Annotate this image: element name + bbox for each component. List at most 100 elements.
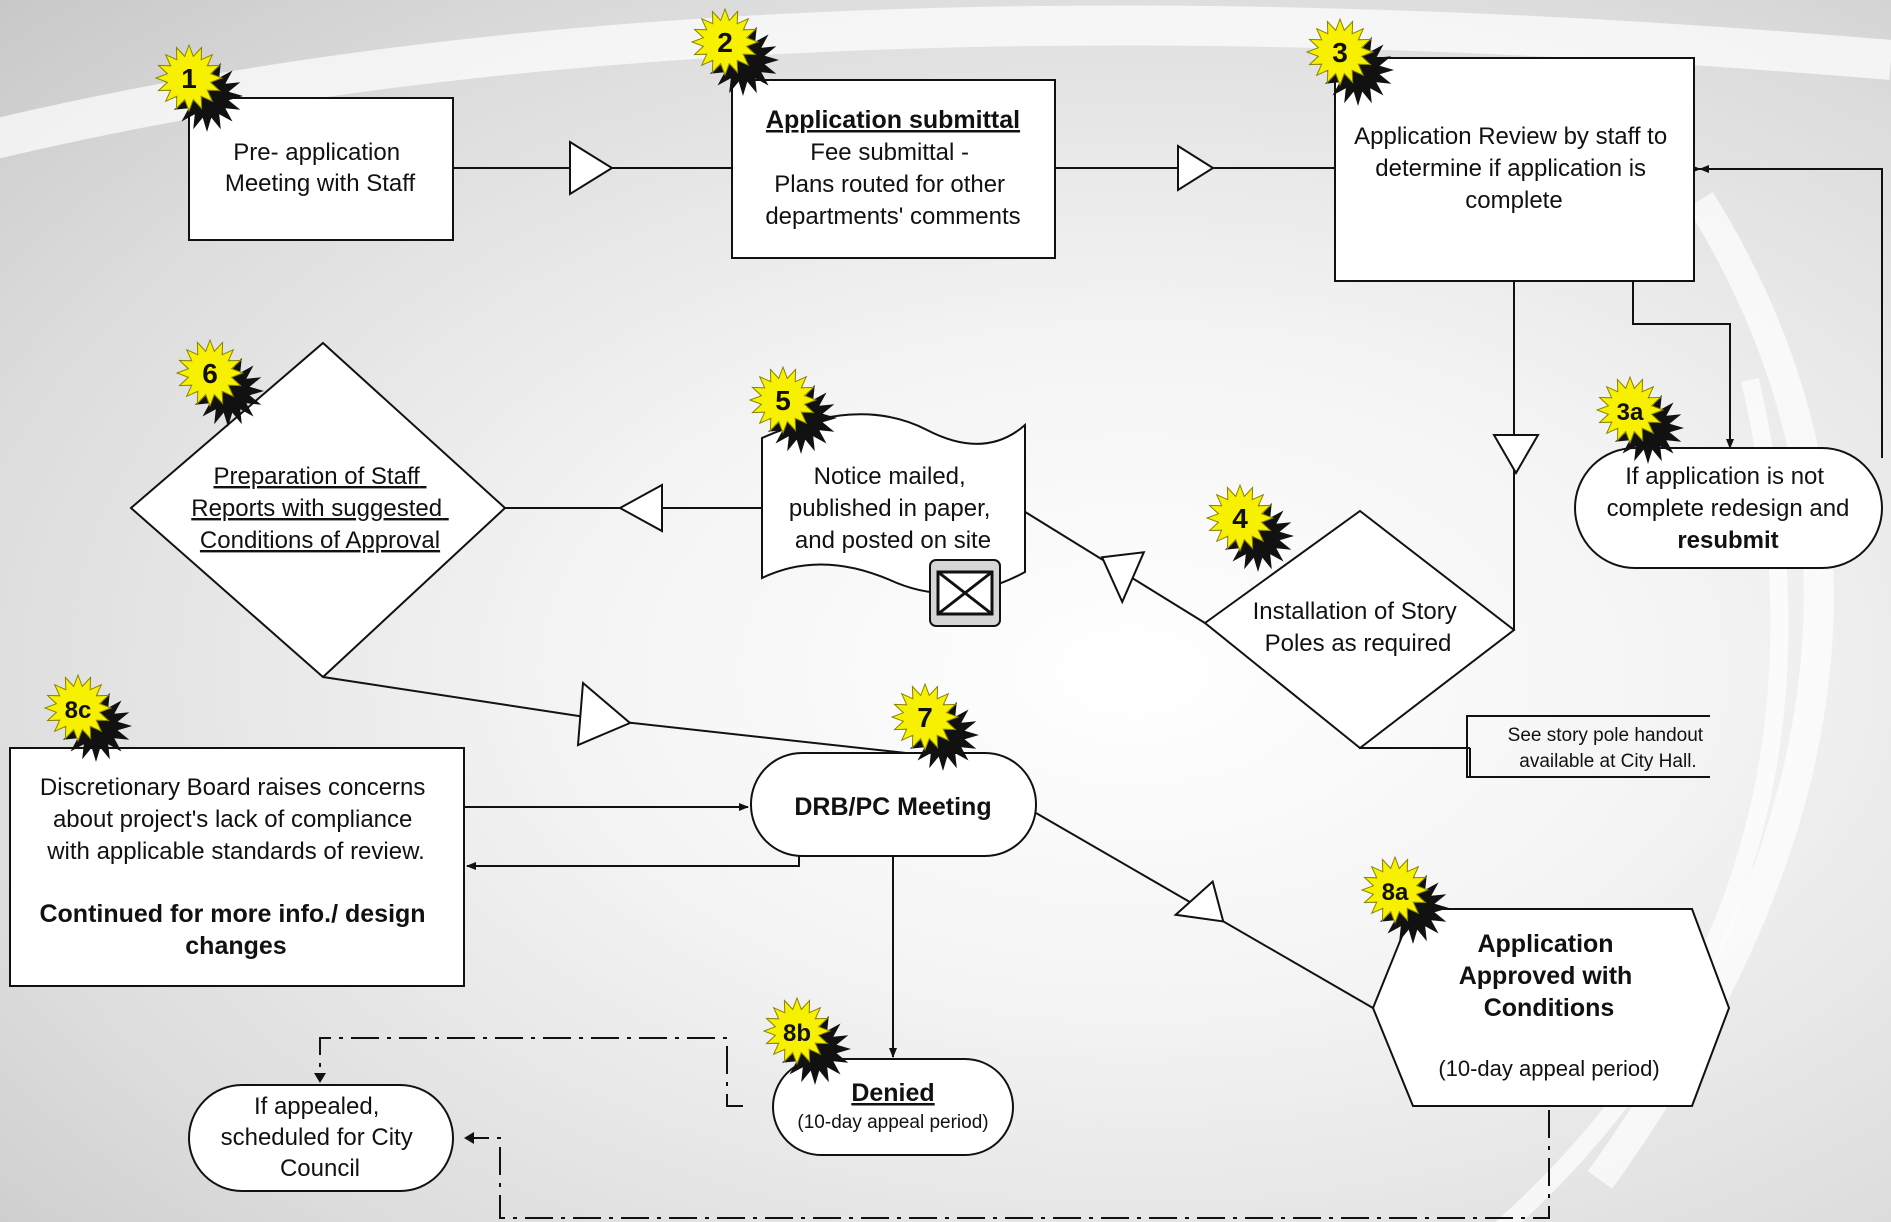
step-2-application-submittal: Application submittal Fee submittal - Pl… [731,79,1056,259]
badge-starburst [1360,855,1430,925]
step-8c-line: Discretionary Board raises concerns [40,774,426,801]
story-pole-note-line: available at City Hall. [1519,751,1696,772]
step-6-staff-reports: Preparation of Staff Reports with sugges… [129,341,507,679]
badge-number: 1 [181,63,197,94]
step-1-line: Meeting with Staff [225,170,416,197]
svg-text:Continued for more info./ desi: Continued for more info./ design changes [39,900,432,960]
step-1-line: Pre- application [233,139,400,166]
svg-text:Notice mailed, published: Notice mailed, published in paper, and p… [789,463,997,554]
step-8b-note: (10-day appeal period) [797,1112,988,1133]
badge-starburst [175,338,245,408]
badge-number: 2 [717,27,733,58]
appeal-line: If appealed, [254,1093,379,1120]
badge-starburst [1205,483,1275,553]
badge-number: 8b [783,1020,811,1047]
step-7-title: DRB/PC Meeting [794,793,991,821]
svg-text:Application Review by staff to: Application Review by staff to determine… [1354,123,1674,214]
step-4-story-poles: Installation of Story Poles as required [1203,509,1516,750]
svg-text:Fee submittal - Plans ro: Fee submittal - Plans routed for other d… [765,139,1020,230]
badge-number: 3 [1332,37,1348,68]
step-6-line: Preparation of Staff [213,463,420,490]
step-badge-3: 3 [1305,17,1394,106]
svg-text:Pre- application Meeting: Pre- application Meeting with Staff [225,139,416,197]
step-badge-1: 1 [154,43,243,132]
svg-text:If application is not co: If application is not complete redesign … [1607,463,1850,522]
step-8b-title: Denied [851,1079,934,1107]
badge-number: 7 [917,702,933,733]
svg-text:Application Approved wit: Application Approved with Conditions [1459,930,1640,1022]
svg-text:Preparation of Staff Rep: Preparation of Staff Reports with sugges… [191,463,448,554]
step-2-title: Application submittal [766,106,1020,134]
step-badge-7: 7 [890,682,979,771]
step-8c-line: about project's lack of compliance [53,806,412,833]
badge-starburst [762,996,832,1066]
story-pole-note-line: See story pole handout [1508,725,1704,746]
step-badge-2: 2 [690,7,779,96]
badge-number: 3a [1617,399,1644,426]
step-2-line: Plans routed for other [774,171,1005,198]
step-2-line: Fee submittal - [810,139,969,166]
step-8c-bold-line: changes [185,932,286,960]
step-3-application-review: Application Review by staff to determine… [1334,57,1695,282]
step-4-line: Installation of Story [1253,598,1457,625]
svg-text:If appealed, scheduled f: If appealed, scheduled for City Council [221,1093,420,1182]
appeal-city-council: If appealed, scheduled for City Council [188,1084,454,1192]
badge-number: 4 [1232,503,1248,534]
step-3a-bold: resubmit [1677,527,1778,554]
step-3a-line: complete redesign and [1607,495,1850,522]
badge-number: 8c [65,697,92,724]
step-5-line: Notice mailed, [814,463,966,490]
step-3-line: determine if application is [1375,155,1646,182]
step-3-line: complete [1465,187,1562,214]
badge-number: 6 [202,358,218,389]
step-8a-approved: Application Approved with Conditions (10… [1371,908,1731,1107]
flow-direction-markers [569,140,1540,923]
step-4-line: Poles as required [1265,630,1452,657]
step-8a-note: (10-day appeal period) [1438,1056,1659,1081]
appeal-line: scheduled for City [221,1124,413,1151]
step-8c-line: with applicable standards of review. [46,838,425,865]
envelope-icon [929,559,1001,627]
step-badges: 1 2 3 3a 4 5 6 7 8a 8b 8c [43,7,1684,1085]
step-badge-6: 6 [175,338,264,427]
step-8a-line: Approved with [1459,962,1633,990]
step-8a-line: Application [1477,930,1613,958]
appeal-connectors [319,1037,1550,1219]
step-3-line: Application Review by staff to [1354,123,1667,150]
step-8c-bold-line: Continued for more info./ design [39,900,425,928]
badge-number: 5 [775,385,791,416]
badge-starburst [890,682,960,752]
step-5-notice-mailed: Notice mailed, published in paper, and p… [761,413,1026,627]
story-pole-note: See story pole handout available at City… [1466,715,1710,778]
appeal-line: Council [280,1155,360,1182]
step-3a-line: If application is not [1625,463,1824,490]
badge-starburst [43,673,113,743]
step-1-pre-application: Pre- application Meeting with Staff [188,97,454,241]
step-5-line: published in paper, [789,495,991,522]
badge-starburst [1595,375,1665,445]
step-6-line: Conditions of Approval [200,527,440,554]
step-2-line: departments' comments [765,203,1020,230]
step-badge-4: 4 [1205,483,1294,572]
badge-starburst [748,365,818,435]
badge-starburst [690,7,760,77]
arrowhead [464,1132,474,1144]
arrowhead [314,1073,326,1083]
step-badge-5: 5 [748,365,837,454]
step-8a-line: Conditions [1484,994,1615,1022]
step-8c-continued: Discretionary Board raises concerns abou… [9,747,465,987]
step-badge-8b: 8b [762,996,851,1085]
svg-text:Installation of Story Po: Installation of Story Poles as required [1253,598,1464,657]
step-3a-resubmit: If application is not complete redesign … [1574,447,1883,569]
badge-starburst [1305,17,1375,87]
step-badge-8c: 8c [43,673,132,762]
step-7-drb-pc-meeting: DRB/PC Meeting [750,752,1037,857]
svg-text:See story pole handout a: See story pole handout available at City… [1508,725,1709,772]
step-5-line: and posted on site [795,527,991,554]
step-8b-denied: Denied (10-day appeal period) [772,1058,1014,1156]
step-6-line: Reports with suggested [191,495,442,522]
step-badge-3a: 3a [1595,375,1684,464]
step-badge-8a: 8a [1360,855,1449,944]
badge-starburst [154,43,224,113]
